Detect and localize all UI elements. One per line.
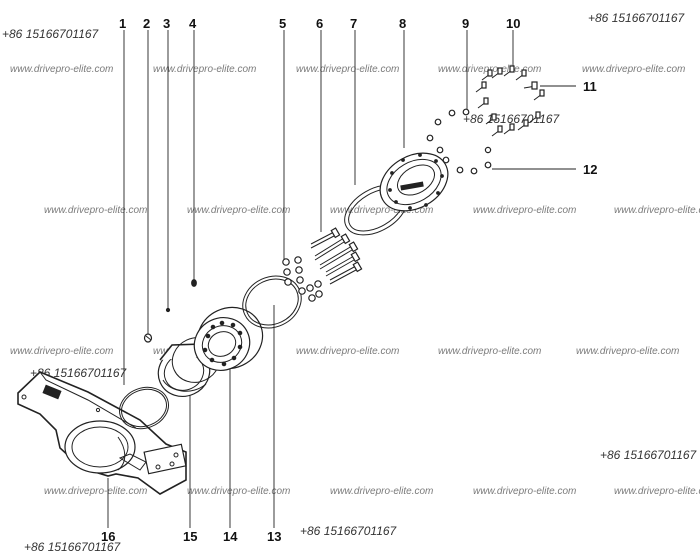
callout-labels: 1 2 3 4 5 6 7 8 9 10 11 12 13 14 15 16 <box>101 16 597 544</box>
callout-4: 4 <box>189 16 197 31</box>
part-14-hub-flange <box>193 306 264 371</box>
watermark: www.drivepro-elite.com <box>614 205 700 216</box>
watermark: www.drivepro-elite.com <box>582 64 685 75</box>
phone-watermark: +86 15166701167 <box>24 540 122 554</box>
phone-watermark: +86 15166701167 <box>600 448 698 462</box>
watermark: www.drivepro-elite.com <box>296 346 399 357</box>
watermark: www.drivepro-elite.com <box>153 64 256 75</box>
watermark: www.drivepro-elite.com <box>44 486 147 497</box>
watermark: www.drivepro-elite.com <box>296 64 399 75</box>
part-9-washers <box>426 108 492 175</box>
callout-10: 10 <box>506 16 520 31</box>
watermark: www.drivepro-elite.com <box>10 346 113 357</box>
callout-13: 13 <box>267 529 281 544</box>
callout-15: 15 <box>183 529 197 544</box>
part-10-bolts <box>475 65 545 154</box>
watermark: www.drivepro-elite.com <box>44 205 147 216</box>
watermark: www.drivepro-elite.com <box>614 486 700 497</box>
callout-12: 12 <box>583 162 597 177</box>
watermark: www.drivepro-elite.com <box>187 486 290 497</box>
phone-watermark: +86 15166701167 <box>588 11 686 25</box>
watermark: www.drivepro-elite.com <box>576 346 679 357</box>
watermark: www.drivepro-elite.com <box>438 346 541 357</box>
part-16-axle-housing <box>17 371 187 495</box>
callout-7: 7 <box>350 16 357 31</box>
part-8-cover <box>379 152 449 212</box>
watermark: www.drivepro-elite.com <box>473 205 576 216</box>
callout-11: 11 <box>583 79 597 94</box>
callout-8: 8 <box>399 16 406 31</box>
part-2-plug <box>143 333 153 343</box>
watermark: www.drivepro-elite.com <box>187 205 290 216</box>
callout-6: 6 <box>316 16 323 31</box>
callout-14: 14 <box>223 529 238 544</box>
part-5-nuts <box>282 256 323 302</box>
watermark: www.drivepro-elite.com <box>330 486 433 497</box>
watermark: www.drivepro-elite.com <box>473 486 576 497</box>
callout-3: 3 <box>163 16 170 31</box>
part-4-grease-nipple <box>191 279 197 287</box>
phone-watermark: +86 15166701167 <box>300 524 398 538</box>
callout-5: 5 <box>279 16 286 31</box>
callout-1: 1 <box>119 16 126 31</box>
watermark: www.drivepro-elite.com <box>10 64 113 75</box>
watermark: www.drivepro-elite.com <box>330 205 433 216</box>
callout-16: 16 <box>101 529 115 544</box>
leader-lines <box>107 30 576 528</box>
phone-watermark: +86 15166701167 <box>2 27 100 41</box>
part-1-o-ring <box>119 386 169 430</box>
part-6-bolts <box>310 227 363 285</box>
part-3-pin <box>165 307 171 313</box>
phone-watermark: +86 15166701167 <box>30 366 128 380</box>
callout-2: 2 <box>143 16 150 31</box>
callout-9: 9 <box>462 16 469 31</box>
